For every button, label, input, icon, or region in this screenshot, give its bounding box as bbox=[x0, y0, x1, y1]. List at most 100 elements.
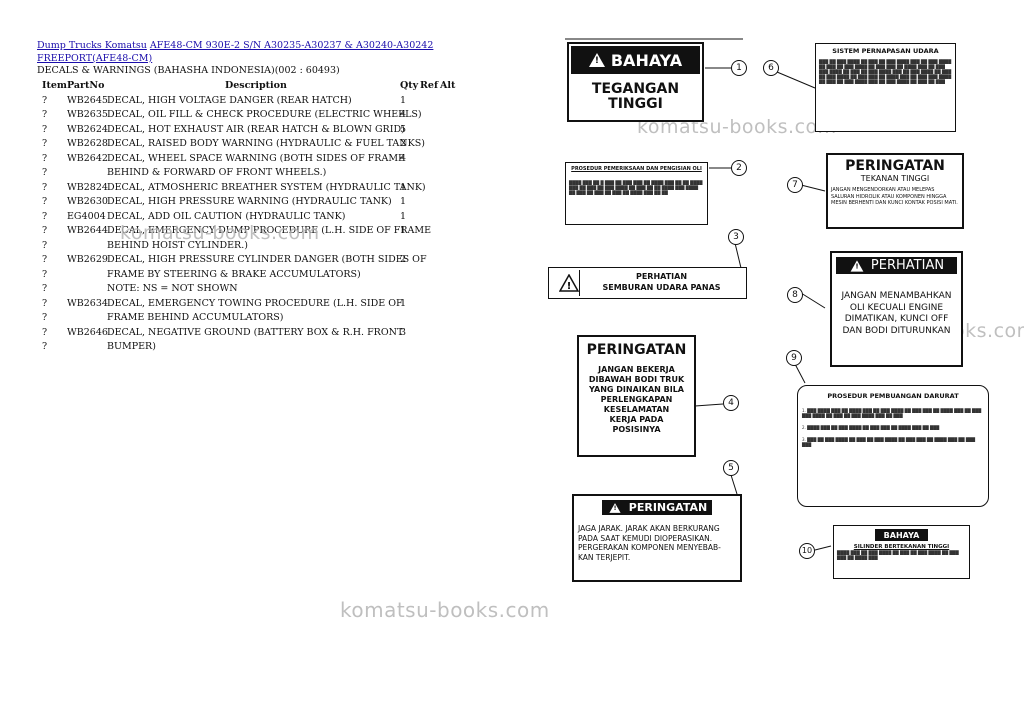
decal-5-bar: !PERINGATAN bbox=[602, 500, 712, 515]
parts-table: Item PartNo Description Qty Ref Alt ?WB2… bbox=[37, 79, 467, 355]
cell-description: DECAL, HIGH PRESSURE CYLINDER DANGER (BO… bbox=[107, 254, 427, 265]
callout-2: 2 bbox=[731, 160, 747, 176]
col-partno: PartNo bbox=[67, 80, 105, 91]
cell-description: FRAME BY STEERING & BRAKE ACCUMULATORS) bbox=[107, 268, 361, 280]
cell-description: DECAL, RAISED BODY WARNING (HYDRAULIC & … bbox=[107, 138, 425, 149]
callout-5: 5 bbox=[723, 460, 739, 476]
cell-qty: 1 bbox=[400, 225, 407, 236]
section-title: DECALS & WARNINGS (BAHASHA INDONESIA)(00… bbox=[37, 65, 340, 76]
decal-10-bar: BAHAYA bbox=[875, 529, 928, 541]
cell-qty: 1 bbox=[400, 210, 407, 222]
cell-partno: WB2644 bbox=[67, 225, 108, 236]
cell-description: DECAL, HIGH VOLTAGE DANGER (REAR HATCH) bbox=[107, 94, 352, 106]
decal-4-line: JANGAN BEKERJA bbox=[598, 365, 675, 374]
cell-item: ? bbox=[42, 196, 48, 207]
cell-item: ? bbox=[42, 123, 48, 135]
cell-item: ? bbox=[42, 312, 48, 323]
cell-item: ? bbox=[42, 268, 48, 280]
decal-6-breather-system: SISTEM PERNAPASAN UDARA ███ ██ ███ ████ … bbox=[815, 43, 956, 132]
link-freeport[interactable]: FREEPORT(AFE48-CM) bbox=[37, 52, 153, 64]
cell-description: FRAME BEHIND ACCUMULATORS) bbox=[107, 312, 284, 323]
cell-item: ? bbox=[42, 210, 48, 222]
cell-item: ? bbox=[42, 181, 48, 193]
svg-text:!: ! bbox=[567, 281, 572, 292]
decal-4-line: DIBAWAH BODI TRUK bbox=[588, 375, 685, 384]
decal-8-bar: !PERHATIAN bbox=[836, 257, 957, 274]
col-ref: Ref bbox=[420, 80, 439, 91]
cell-partno: WB2630 bbox=[67, 196, 108, 207]
cell-qty: 2 bbox=[400, 138, 407, 149]
cell-partno: WB2824 bbox=[67, 181, 108, 193]
callout-9: 9 bbox=[786, 350, 802, 366]
callout-4: 4 bbox=[723, 395, 739, 411]
cell-description: DECAL, EMERGENCY TOWING PROCEDURE (L.H. … bbox=[107, 297, 403, 309]
table-row: ? FRAME BEHIND ACCUMULATORS) bbox=[37, 311, 467, 326]
cell-qty: 4 bbox=[400, 152, 407, 164]
decal-7-tekanan-tinggi: PERINGATAN TEKANAN TINGGI JANGAN MENGEND… bbox=[826, 153, 964, 229]
cell-partno: EG4004 bbox=[67, 210, 106, 222]
col-description: Description bbox=[225, 80, 287, 91]
cell-description: BEHIND HOIST CYLINDER.) bbox=[107, 239, 248, 251]
decal-4-line: PERLENGKAPAN bbox=[600, 395, 673, 404]
callout-3: 3 bbox=[728, 229, 744, 245]
watermark: komatsu-books.com bbox=[340, 598, 550, 622]
cell-item: ? bbox=[42, 138, 48, 149]
link-model[interactable]: AFE48-CM 930E-2 S/N A30235-A30237 & A302… bbox=[149, 40, 434, 51]
decal-4-line: POSISINYA bbox=[612, 425, 661, 434]
cell-item: ? bbox=[42, 297, 48, 309]
decal-3-hot-air: ! PERHATIAN SEMBURAN UDARA PANAS bbox=[548, 267, 747, 299]
table-header: Item PartNo Description Qty Ref Alt bbox=[37, 79, 467, 94]
cell-description: DECAL, OIL FILL & CHECK PROCEDURE (ELECT… bbox=[107, 109, 422, 120]
cell-partno: WB2645 bbox=[67, 94, 108, 106]
cell-description: DECAL, ADD OIL CAUTION (HYDRAULIC TANK) bbox=[107, 210, 346, 222]
cell-item: ? bbox=[42, 167, 48, 178]
cell-description: NOTE: NS = NOT SHOWN bbox=[107, 283, 238, 294]
cell-description: DECAL, EMERGENCY DUMP PROCEDURE (L.H. SI… bbox=[107, 225, 432, 236]
table-row: ? FRAME BY STEERING & BRAKE ACCUMULATORS) bbox=[37, 268, 467, 283]
cell-partno: WB2634 bbox=[67, 297, 108, 309]
cell-partno: WB2629 bbox=[67, 254, 108, 265]
col-alt: Alt bbox=[440, 80, 456, 91]
cell-partno: WB2628 bbox=[67, 138, 108, 149]
cell-description: BEHIND & FORWARD OF FRONT WHEELS.) bbox=[107, 167, 327, 178]
cell-item: ? bbox=[42, 239, 48, 251]
warning-triangle-icon: ! bbox=[609, 502, 621, 513]
cell-partno: WB2635 bbox=[67, 109, 108, 120]
cell-item: ? bbox=[42, 254, 48, 265]
callout-10: 10 bbox=[799, 543, 815, 559]
cell-item: ? bbox=[42, 341, 48, 352]
warning-triangle-icon: ! bbox=[559, 274, 579, 292]
warning-triangle-icon: ! bbox=[588, 53, 605, 67]
callout-7: 7 bbox=[787, 177, 803, 193]
cell-partno: WB2642 bbox=[67, 152, 108, 164]
decal-8-add-oil: !PERHATIAN JANGAN MENAMBAHKAN OLI KECUAL… bbox=[830, 251, 963, 367]
decal-4-line: KESELAMATAN bbox=[603, 405, 670, 414]
cell-description: DECAL, HOT EXHAUST AIR (REAR HATCH & BLO… bbox=[107, 123, 405, 135]
cell-item: ? bbox=[42, 326, 48, 338]
cell-partno: WB2646 bbox=[67, 326, 108, 338]
decal-4-line: KERJA PADA bbox=[609, 415, 664, 424]
decal-diagram: !BAHAYA TEGANGAN TINGGI PROSEDUR PEMERIK… bbox=[545, 38, 1015, 588]
link-dump-trucks[interactable]: Dump Trucks Komatsu bbox=[37, 40, 147, 51]
decal-1-bahaya: !BAHAYA TEGANGAN TINGGI bbox=[567, 42, 704, 122]
document-header: Dump Trucks Komatsu AFE48-CM 930E-2 S/N … bbox=[37, 40, 433, 78]
table-row: ?BUMPER) bbox=[37, 340, 467, 355]
table-row: ?NOTE: NS = NOT SHOWN bbox=[37, 282, 467, 297]
cell-description: DECAL, ATMOSHERIC BREATHER SYSTEM (HYDRA… bbox=[107, 181, 426, 193]
cell-item: ? bbox=[42, 152, 48, 164]
cell-item: ? bbox=[42, 94, 48, 106]
callout-8: 8 bbox=[787, 287, 803, 303]
cell-qty: 1 bbox=[400, 297, 407, 309]
leader-lines bbox=[565, 38, 832, 551]
cell-qty: 2 bbox=[400, 254, 407, 265]
